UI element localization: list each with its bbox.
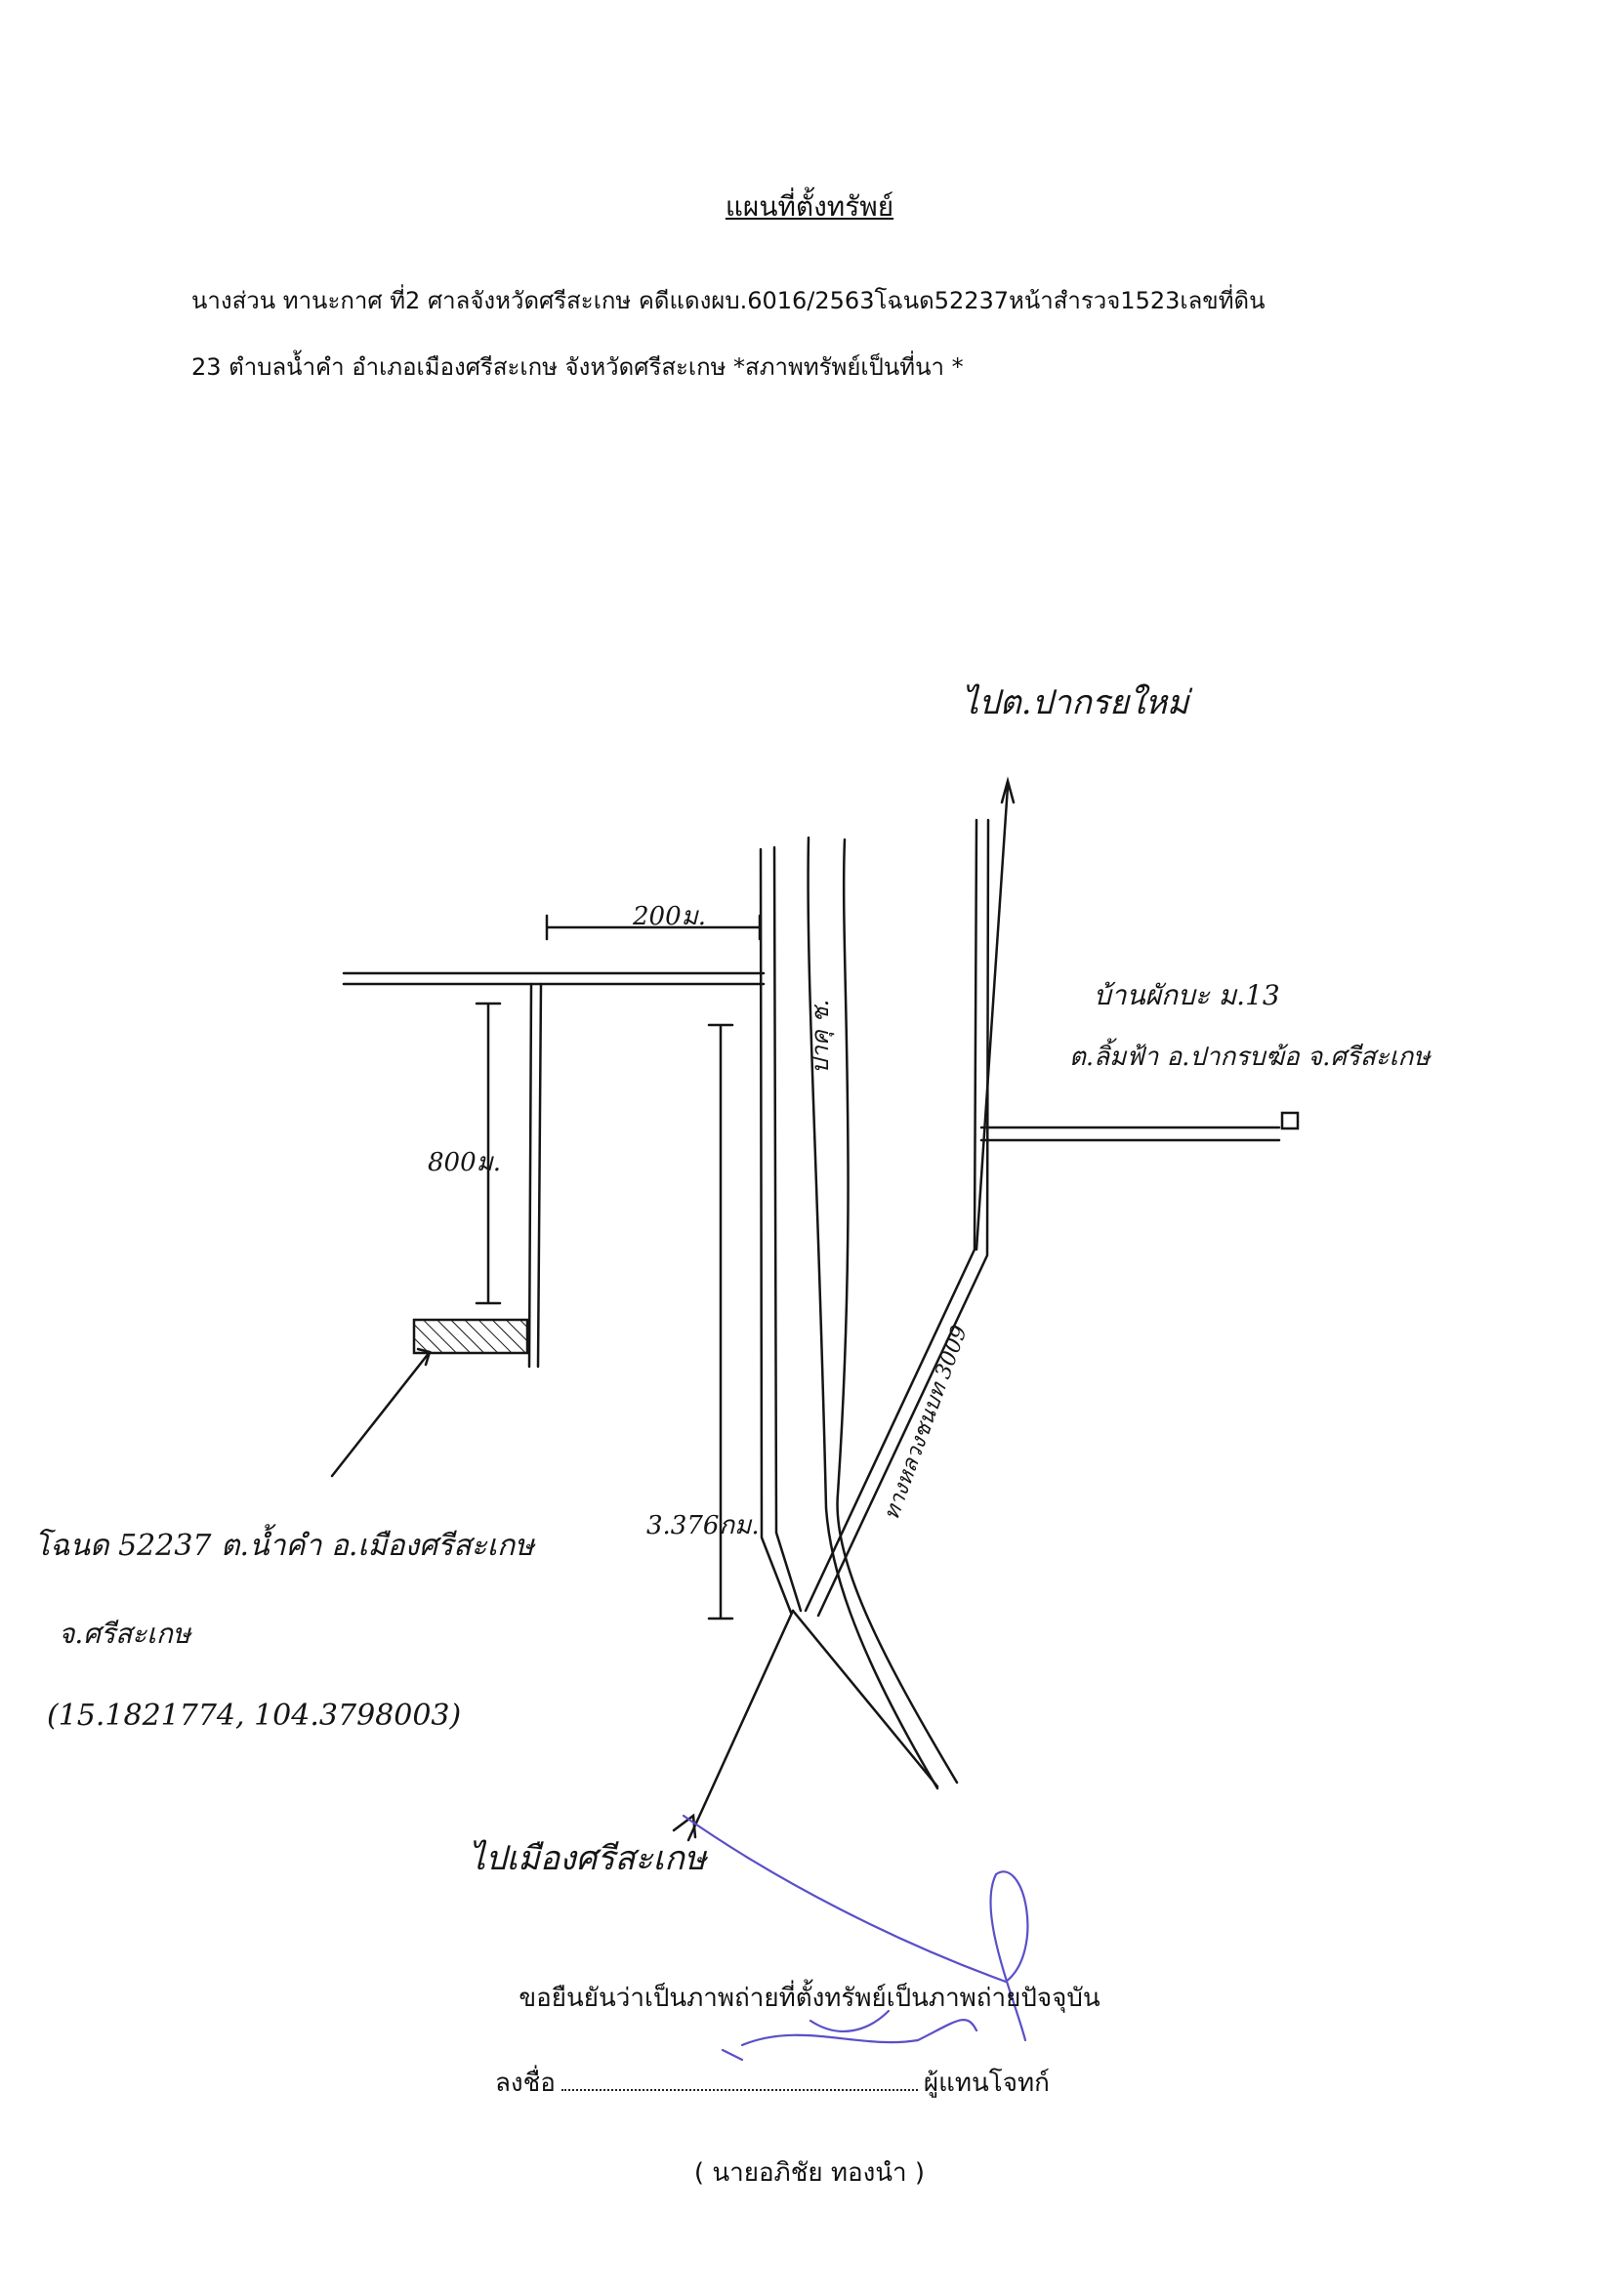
dimension-200m <box>545 914 762 941</box>
dimension-800m <box>475 1002 502 1305</box>
north-road <box>975 784 1010 1251</box>
signer-name: ( นายอภิชัย ทองนำ ) <box>693 2158 926 2188</box>
parcel-label: โฉนด 52237 ต.น้ำคำ อ.เมืองศรีสะเกษ <box>34 1529 534 1563</box>
location-info-line: 23 ตำบลน้ำคำ อำเภอเมืองศรีสะเกษ จังหวัดศ… <box>191 353 964 381</box>
distance-left-label: 800ม. <box>428 1148 502 1177</box>
signature-line <box>560 2070 918 2091</box>
left-road <box>527 982 543 1369</box>
bottom-destination-label: ไปเมืองศรีสะเกษ <box>469 1839 707 1878</box>
main-road <box>759 845 803 1615</box>
page-title: แผนที่ตั้งทรัพย์ <box>725 190 894 223</box>
dimension-3376km <box>707 1023 734 1620</box>
case-info-line: นางส่วน ทานะกาศ ที่2 ศาลจังหวัดศรีสะเกษ … <box>191 287 1266 314</box>
village-label: บ้านผักบะ ม.13 <box>1094 979 1280 1011</box>
distance-top-label: 200ม. <box>633 902 707 931</box>
signature-stroke <box>682 1814 1029 2062</box>
canal <box>807 836 939 1790</box>
sign-label: ลงชื่อ <box>495 2069 556 2098</box>
signature-row: ลงชื่อ ผู้แทนโจทก์ <box>495 2063 1050 2103</box>
coordinates-label: (15.1821774, 104.3798003) <box>47 1699 462 1733</box>
canal-label: ปาคุ ช. <box>807 999 834 1074</box>
sign-role: ผู้แทนโจทก์ <box>923 2069 1050 2098</box>
top-destination-label: ไปต.ปากรยใหม่ <box>962 683 1189 722</box>
canal-bank <box>836 838 959 1784</box>
village-sub-label: ต.ลิ้มฟ้า อ.ปากรบฆ้อ จ.ศรีสะเกษ <box>1069 1043 1431 1072</box>
parcel-marker <box>412 1318 529 1355</box>
distance-road-label: 3.376กม. <box>646 1511 760 1540</box>
highway-3009 <box>804 818 990 1618</box>
confirmation-text: ขอยืนยันว่าเป็นภาพถ่ายที่ตั้งทรัพย์เป็นภ… <box>519 1984 1100 2013</box>
parcel-province-label: จ.ศรีสะเกษ <box>59 1618 191 1650</box>
southwest-road <box>686 1609 795 1842</box>
upper-road <box>342 971 766 986</box>
parcel-pointer <box>330 1347 432 1478</box>
village-branch <box>979 1126 1281 1142</box>
